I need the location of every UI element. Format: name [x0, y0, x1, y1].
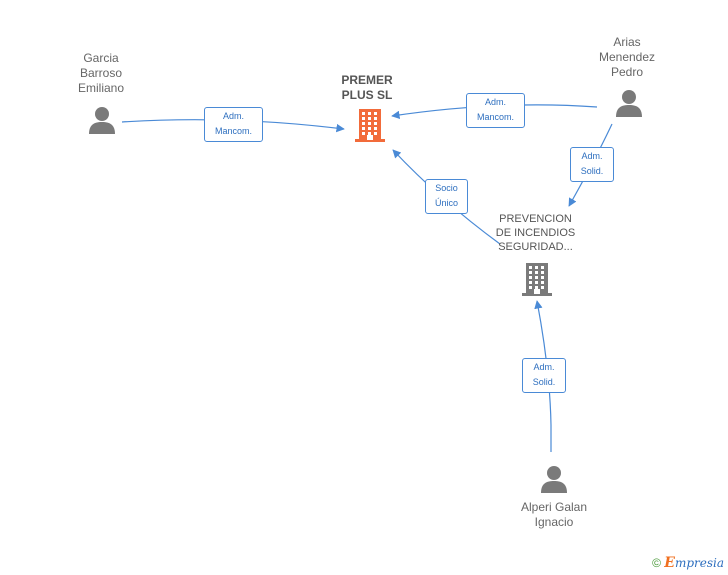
node-label-arias[interactable]: Arias Menendez Pedro	[598, 35, 656, 79]
node-label-prevencion[interactable]: PREVENCION DE INCENDIOS SEGURIDAD...	[495, 213, 576, 253]
edge-label-arias-premer[interactable]: Adm. Mancom.	[466, 93, 525, 128]
person-icon[interactable]	[539, 464, 569, 494]
copyright-symbol: ©	[652, 556, 661, 570]
edge-label-garcia-premer[interactable]: Adm. Mancom.	[204, 107, 263, 142]
node-label-alperi[interactable]: Alperi Galan Ignacio	[520, 500, 588, 529]
person-icon[interactable]	[87, 105, 117, 135]
building-icon[interactable]	[353, 108, 387, 144]
brand-logo: Empresia	[664, 555, 724, 571]
footer-brand[interactable]: © Empresia	[652, 555, 724, 571]
person-icon[interactable]	[614, 88, 644, 118]
edge-label-alperi-prevencion[interactable]: Adm. Solid.	[522, 358, 566, 393]
building-icon[interactable]	[520, 262, 554, 298]
edge-label-prevencion-premer[interactable]: Socio Único	[425, 179, 468, 214]
node-label-garcia[interactable]: Garcia Barroso Emiliano	[77, 51, 125, 95]
node-label-premer[interactable]: PREMER PLUS SL	[341, 73, 393, 102]
edge-label-arias-prevencion[interactable]: Adm. Solid.	[570, 147, 614, 182]
